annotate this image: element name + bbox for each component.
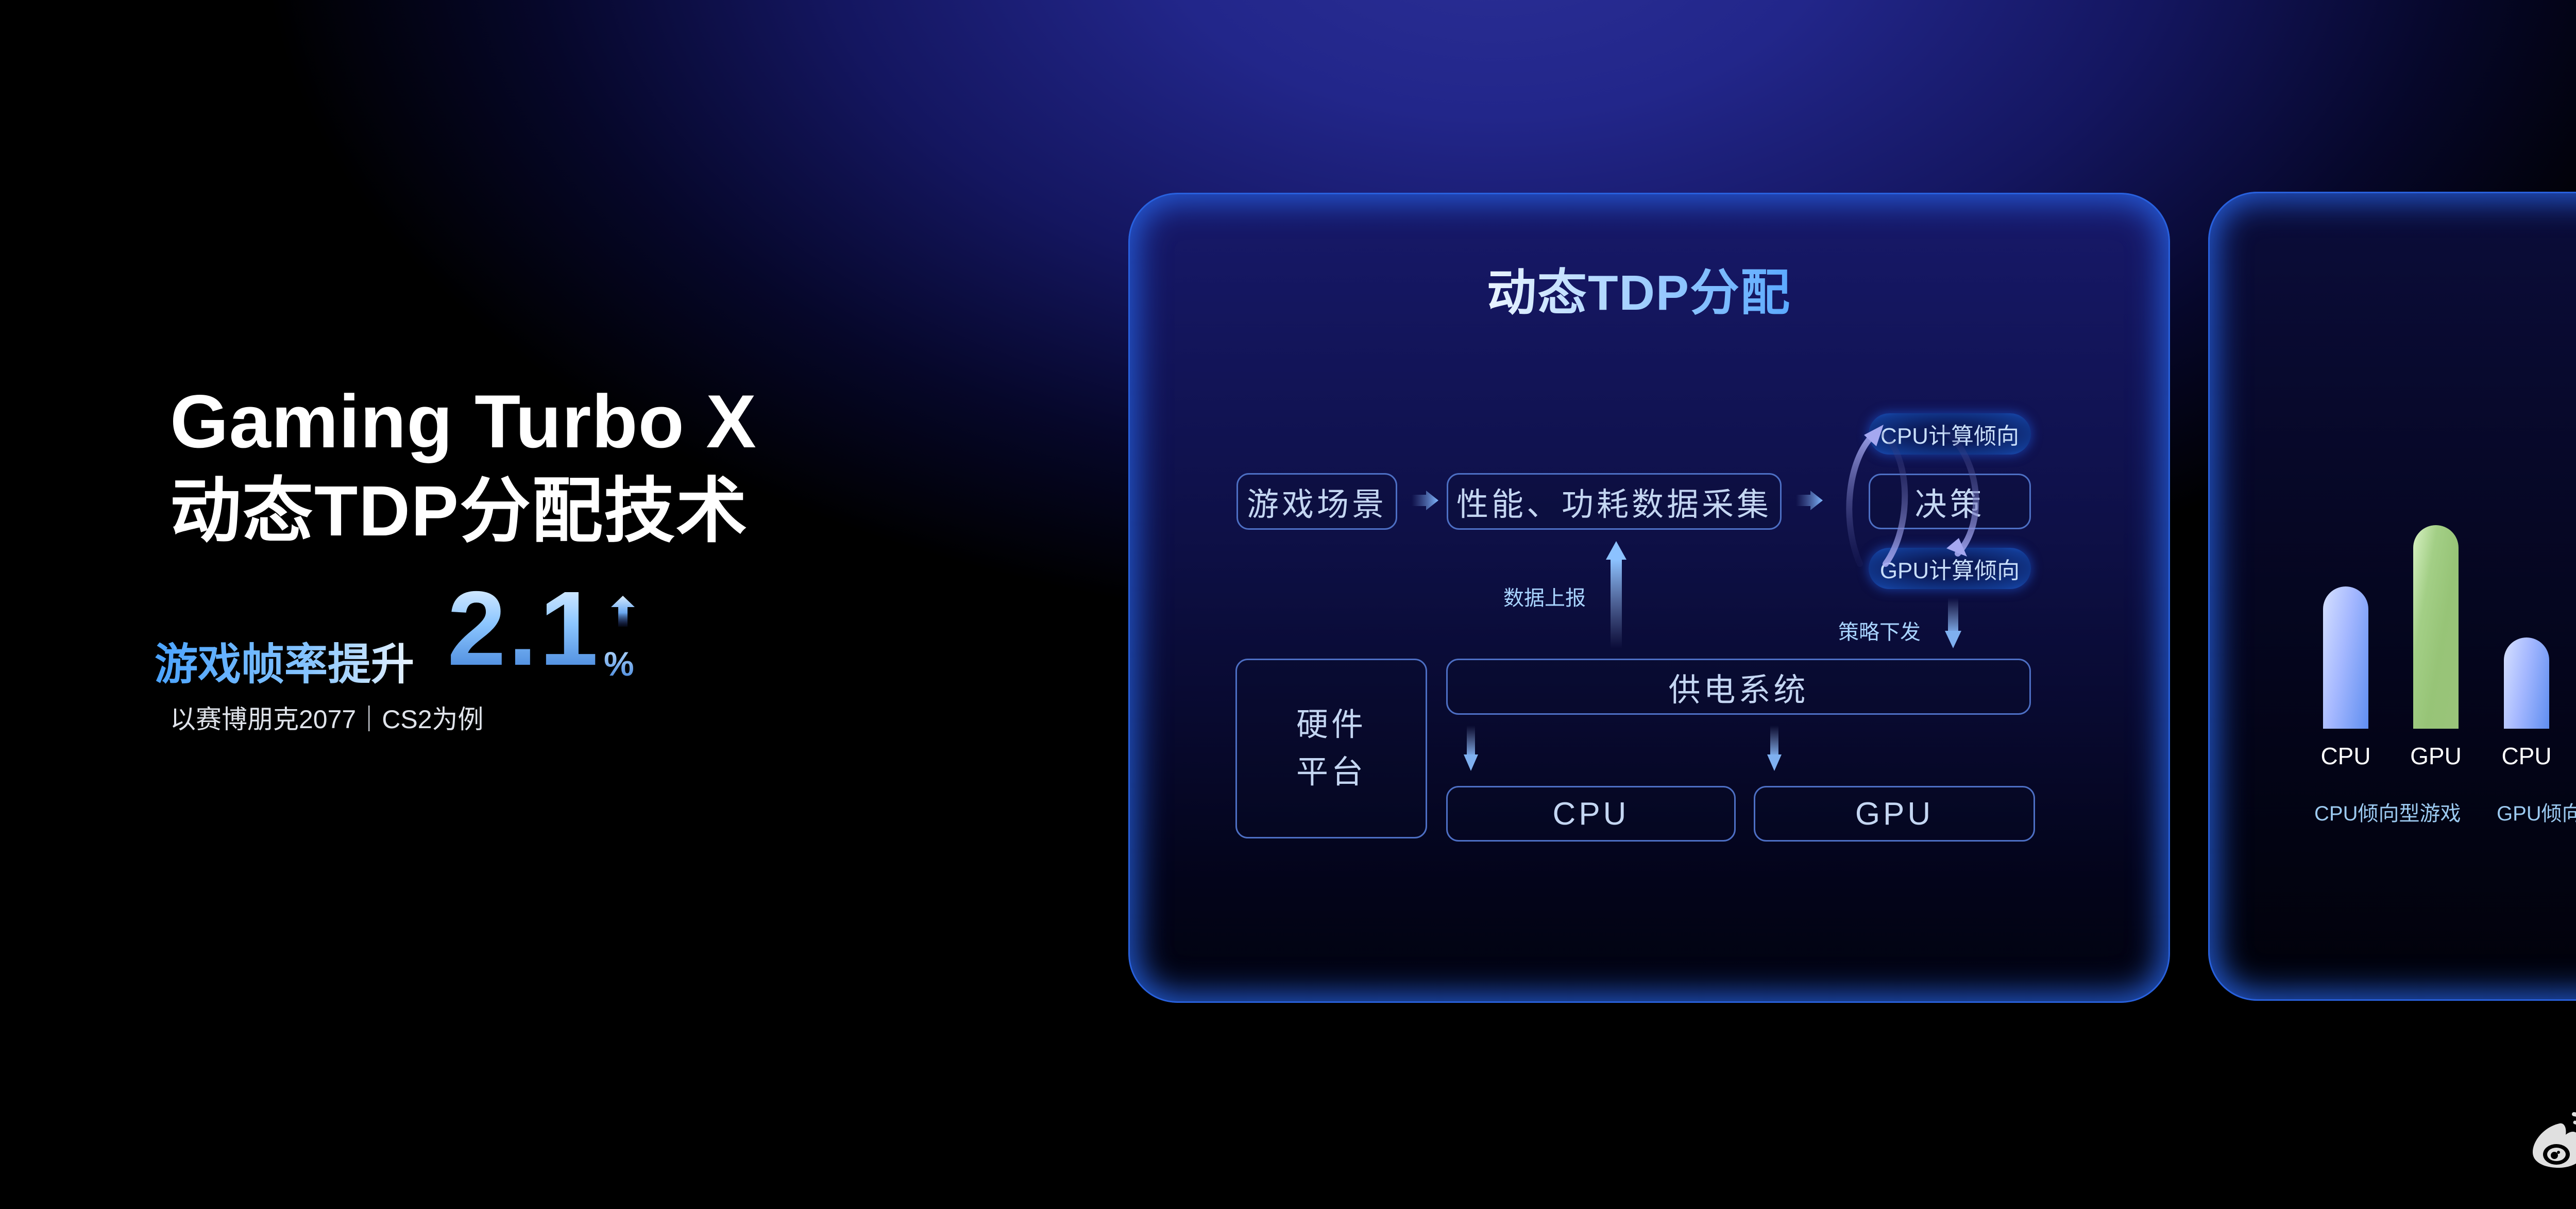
node-gpu-tendency: GPU计算倾向 bbox=[1869, 548, 2031, 589]
bar-cpu-gpu-game bbox=[2504, 637, 2549, 729]
bar-label: CPU bbox=[2501, 743, 2552, 769]
node-decision-label: 决策 bbox=[1914, 487, 1985, 523]
hero-title-line1: Gaming Turbo X bbox=[170, 379, 757, 463]
hero-title: Gaming Turbo X 动态TDP分配技术 bbox=[170, 380, 757, 552]
node-decision: 决策 bbox=[1869, 474, 2031, 529]
node-data-collection: 性能、功耗数据采集 bbox=[1447, 473, 1782, 530]
loop-arrow-icon bbox=[1846, 425, 1908, 567]
diagram-panel bbox=[1128, 193, 2170, 1003]
node-data-collection-label: 性能、功耗数据采集 bbox=[1456, 487, 1772, 523]
node-cpu-label: CPU bbox=[1552, 796, 1630, 832]
edge-label-policy-dispatch: 策略下发 bbox=[1838, 621, 1921, 644]
loop-arrow-icon bbox=[1942, 427, 1979, 557]
node-game-scene: 游戏场景 bbox=[1236, 473, 1397, 530]
hero-title-line2: 动态TDP分配技术 bbox=[170, 472, 748, 551]
up-arrow-icon bbox=[611, 596, 635, 627]
stat-unit: % bbox=[604, 645, 634, 683]
arrow-right-icon bbox=[1796, 491, 1823, 510]
diagram-title: 动态TDP分配 bbox=[1487, 253, 1791, 324]
arrow-down-icon bbox=[1945, 598, 1961, 648]
stat-note: 以赛博朋克2077｜CS2为例 bbox=[170, 705, 484, 734]
arrow-up-icon bbox=[1606, 541, 1626, 648]
stat-label: 游戏帧率提升 bbox=[155, 630, 414, 692]
node-gpu-tendency-label: GPU计算倾向 bbox=[1879, 558, 2020, 583]
bar-label: GPU bbox=[2410, 743, 2462, 769]
category-label-gpu-game: GPU倾向型游戏 bbox=[2497, 802, 2576, 825]
node-power-system-label: 供电系统 bbox=[1668, 672, 1809, 708]
arrow-down-icon bbox=[1464, 726, 1478, 771]
node-hardware-platform: 硬件 平台 bbox=[1235, 659, 1427, 838]
bar-cpu-cpu-game bbox=[2323, 586, 2368, 729]
bar-label: CPU bbox=[2320, 743, 2371, 769]
chart-panel bbox=[2208, 192, 2576, 1001]
node-gpu-label: GPU bbox=[1855, 796, 1934, 832]
edge-label-data-report: 数据上报 bbox=[1503, 587, 1586, 610]
node-game-scene-label: 游戏场景 bbox=[1246, 487, 1387, 523]
bar-gpu-cpu-game bbox=[2413, 525, 2459, 729]
node-power-system: 供电系统 bbox=[1446, 659, 2031, 715]
node-cpu: CPU bbox=[1446, 786, 1736, 842]
category-label-cpu-game: CPU倾向型游戏 bbox=[2314, 802, 2461, 825]
node-hardware-platform-line1: 硬件 bbox=[1296, 707, 1366, 743]
arrow-down-icon bbox=[1767, 726, 1782, 771]
diagram-arrows bbox=[1412, 425, 1979, 771]
weibo-icon bbox=[2533, 1112, 2576, 1168]
node-gpu: GPU bbox=[1754, 786, 2035, 842]
node-hardware-platform-line2: 平台 bbox=[1296, 754, 1366, 790]
stat-value: 2.1 bbox=[447, 569, 600, 687]
arrow-right-icon bbox=[1412, 491, 1438, 510]
